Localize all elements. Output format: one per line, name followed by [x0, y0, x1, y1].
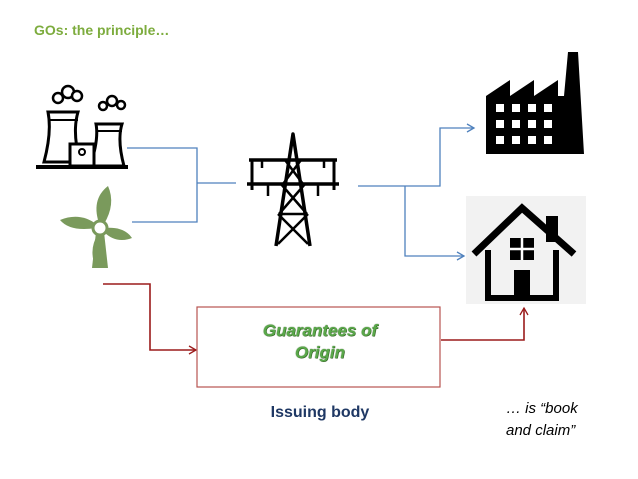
claim-line2: and claim” — [506, 422, 576, 439]
guarantees-box — [196, 306, 441, 388]
claim-line1: … is “book — [506, 400, 578, 417]
slide-title: GOs: the principle… — [34, 22, 170, 38]
factory-icon — [486, 52, 584, 154]
box-label-line2: Origin — [294, 343, 346, 362]
wind-turbine-icon — [60, 186, 132, 268]
blue-connectors — [127, 123, 476, 261]
red-connectors — [103, 283, 529, 355]
pylon-icon — [247, 132, 339, 247]
power-plant-icon — [36, 84, 128, 169]
issuing-body-label: Issuing body — [270, 404, 370, 421]
house-icon — [466, 196, 586, 304]
box-label-line1: Guarantees of — [262, 321, 378, 340]
guarantees-of-origin-label: Guarantees of Origin — [200, 320, 440, 364]
book-and-claim-note: … is “book and claim” — [506, 398, 626, 442]
